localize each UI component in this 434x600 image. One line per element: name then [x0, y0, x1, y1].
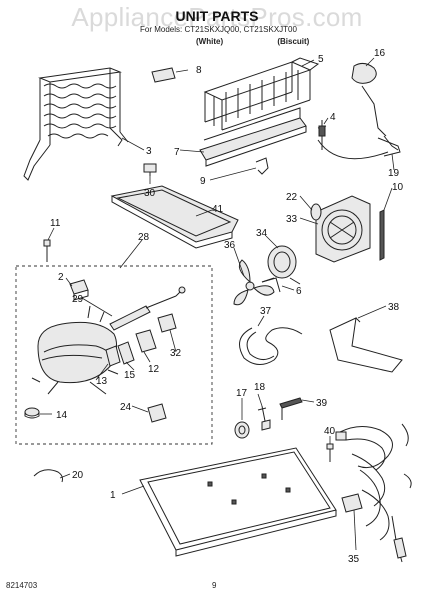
callout-3[interactable]: 3 [146, 146, 152, 157]
grommet[interactable] [310, 203, 322, 221]
callout-7[interactable]: 7 [174, 147, 180, 158]
defrost-clip[interactable] [255, 157, 269, 175]
callout-24[interactable]: 24 [120, 402, 132, 413]
callout-33[interactable]: 33 [286, 214, 298, 225]
callout-9[interactable]: 9 [200, 176, 206, 187]
callout-29[interactable]: 29 [72, 294, 84, 305]
callout-38[interactable]: 38 [388, 302, 400, 313]
callout-13[interactable]: 13 [96, 376, 108, 387]
variant-white: (White) [196, 37, 224, 46]
wire-harness[interactable] [335, 423, 412, 563]
drain-pan[interactable] [110, 185, 239, 249]
callout-12[interactable]: 12 [148, 364, 160, 375]
callout-18[interactable]: 18 [254, 382, 266, 393]
defrost-heater[interactable] [199, 107, 307, 167]
callout-16[interactable]: 16 [374, 48, 386, 59]
fan-motor[interactable] [261, 245, 301, 285]
relay-cover[interactable] [157, 313, 177, 333]
base-pan[interactable] [139, 447, 337, 557]
callout-28[interactable]: 28 [138, 232, 150, 243]
page-title: UNIT PARTS [175, 8, 259, 24]
callout-10[interactable]: 10 [392, 182, 404, 193]
callout-labels: 8 5 16 4 7 3 9 19 10 22 33 30 41 11 28 3… [50, 48, 404, 565]
callout-2[interactable]: 2 [58, 272, 64, 283]
defrost-terminator[interactable] [317, 120, 327, 150]
screw[interactable] [257, 405, 271, 431]
label-plate [151, 67, 176, 83]
callout-17[interactable]: 17 [236, 388, 248, 399]
callout-1[interactable]: 1 [110, 490, 116, 501]
callout-22[interactable]: 22 [286, 192, 298, 203]
callout-6[interactable]: 6 [296, 286, 302, 297]
callout-40[interactable]: 40 [324, 426, 336, 437]
ground-screw[interactable] [326, 443, 334, 462]
motor-bracket[interactable] [261, 277, 281, 293]
drain-hose[interactable] [239, 327, 303, 365]
callout-34[interactable]: 34 [256, 228, 268, 239]
condenser-coil[interactable] [23, 67, 129, 181]
drain-wire[interactable] [317, 139, 389, 160]
callout-15[interactable]: 15 [124, 370, 136, 381]
page-number: 9 [212, 581, 217, 590]
callout-39[interactable]: 39 [316, 398, 328, 409]
start-capacitor[interactable] [109, 286, 186, 331]
document-number: 8214703 [6, 581, 38, 590]
callout-8[interactable]: 8 [196, 65, 202, 76]
tubing-clip[interactable] [33, 469, 63, 483]
callout-20[interactable]: 20 [72, 470, 84, 481]
fan-shroud[interactable] [315, 195, 371, 263]
callout-36[interactable]: 36 [224, 240, 236, 251]
mounting-grommet[interactable] [24, 407, 40, 419]
mounting-bolt[interactable] [43, 239, 51, 262]
color-variants: (White) (Biscuit) [196, 37, 396, 46]
harness-plug[interactable] [147, 403, 167, 423]
models-line: For Models: CT21SKXJQ00, CT21SKXJT00 [140, 25, 297, 34]
gasket-strip[interactable] [379, 209, 385, 261]
overload-protector[interactable] [135, 329, 157, 353]
variant-biscuit: (Biscuit) [277, 37, 310, 46]
drain-fitting[interactable] [234, 421, 250, 439]
callout-4[interactable]: 4 [330, 112, 336, 123]
compressor-group-box [15, 265, 213, 445]
compressor[interactable] [31, 305, 119, 395]
leader-lines [40, 57, 395, 551]
callout-41[interactable]: 41 [212, 204, 224, 215]
callout-14[interactable]: 14 [56, 410, 68, 421]
drain-tube[interactable] [351, 62, 401, 157]
fan-blade[interactable] [233, 259, 275, 306]
callout-32[interactable]: 32 [170, 348, 182, 359]
terminal-cover[interactable] [69, 279, 89, 301]
start-relay[interactable] [105, 341, 135, 367]
callout-35[interactable]: 35 [348, 554, 360, 565]
cord-retainer[interactable] [279, 397, 303, 420]
wire-bracket[interactable] [329, 317, 403, 373]
callout-30[interactable]: 30 [144, 188, 156, 199]
callout-11[interactable]: 11 [50, 218, 61, 229]
callout-5[interactable]: 5 [318, 54, 324, 65]
callout-19[interactable]: 19 [388, 168, 400, 179]
callout-37[interactable]: 37 [260, 306, 272, 317]
evaporator-coil[interactable] [203, 57, 320, 131]
drain-plug[interactable] [143, 163, 157, 176]
